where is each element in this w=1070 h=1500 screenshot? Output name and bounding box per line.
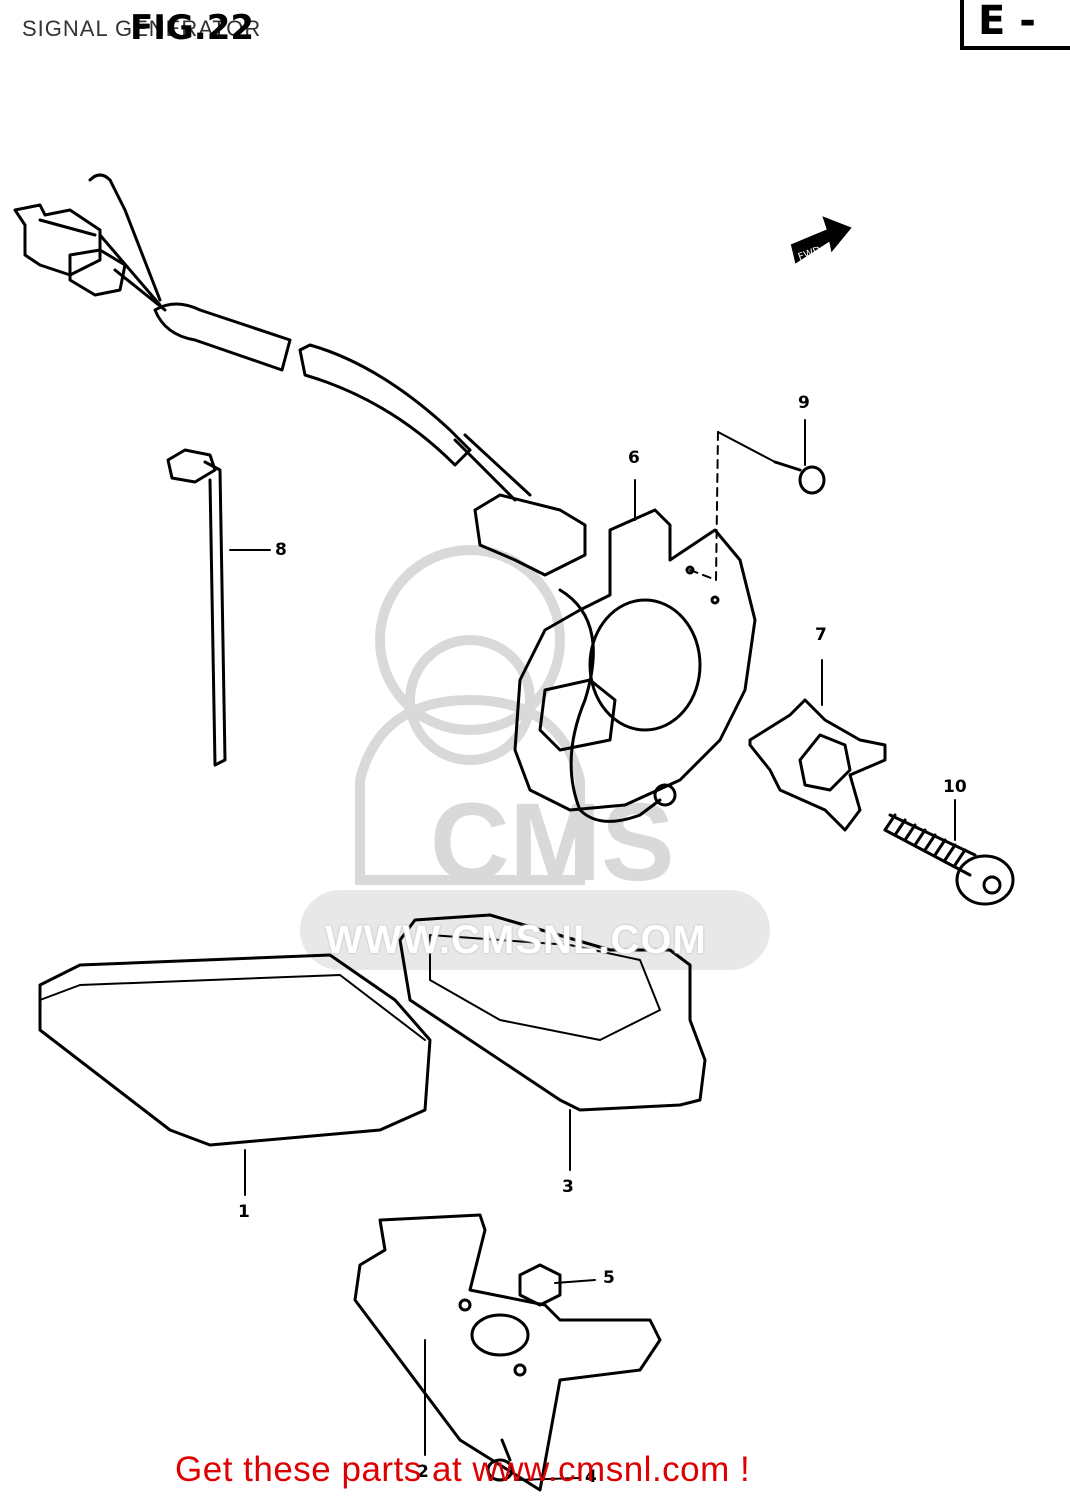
leader-lines: [229, 419, 956, 1481]
callout-4: 4: [585, 1467, 597, 1487]
bolt-10: [883, 813, 1015, 906]
rotor-7: [748, 698, 887, 832]
signal-generator-plate: [513, 508, 757, 823]
page-title: SIGNAL GENERATOR: [22, 16, 262, 41]
watermark-url: WWW.CMSNL.COM: [325, 918, 707, 962]
callout-5: 5: [603, 1268, 615, 1288]
callout-6: 6: [628, 448, 640, 468]
callout-8: 8: [275, 540, 287, 560]
bracket-2: [353, 1213, 662, 1492]
screw-9: [689, 431, 826, 581]
callout-1: 1: [238, 1202, 250, 1222]
section-tab-frame: [960, 0, 1070, 50]
cable-tie: [166, 448, 227, 767]
section-tab-label: E -: [978, 0, 1036, 44]
figure-number: FIG.22: [130, 8, 255, 48]
igniter-unit-1: [38, 953, 432, 1147]
cable-sheath: [153, 302, 532, 502]
callout-7: 7: [815, 625, 827, 645]
screw-4: [486, 1438, 514, 1482]
callout-2: 2: [417, 1462, 429, 1482]
nut-5: [518, 1263, 562, 1307]
callout-3: 3: [562, 1177, 574, 1197]
fwd-arrow-icon: FWD: [790, 216, 852, 264]
grommet: [473, 493, 587, 577]
harness-connector: [13, 173, 167, 312]
callout-10: 10: [943, 777, 967, 797]
callout-9: 9: [798, 393, 810, 413]
parts-shop-link[interactable]: Get these parts at www.cmsnl.com !: [175, 1450, 751, 1489]
case-3: [398, 913, 707, 1112]
